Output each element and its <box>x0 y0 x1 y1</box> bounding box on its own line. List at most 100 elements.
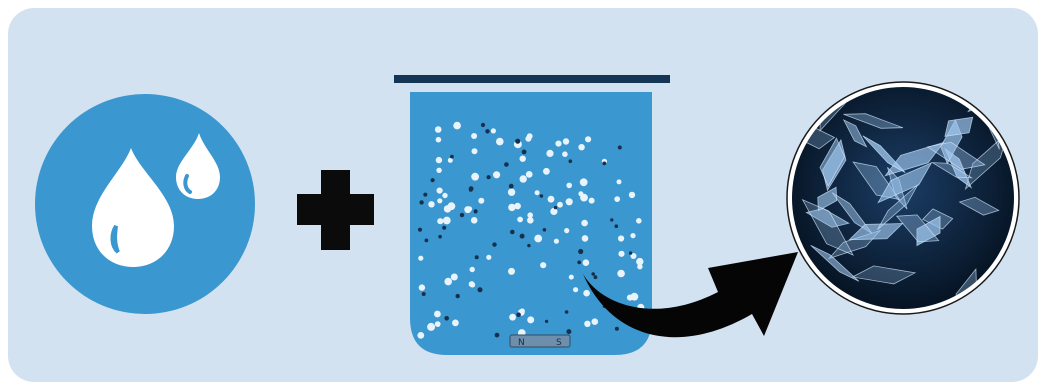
magnetic-stir-bar-icon: N S <box>510 335 570 348</box>
particle-light <box>437 188 443 194</box>
particle-light <box>448 158 453 163</box>
particle-dark <box>485 129 489 133</box>
particle-dark <box>540 194 544 198</box>
particle-light <box>436 137 442 143</box>
particle-light <box>557 202 563 208</box>
particle-light <box>471 133 477 139</box>
particle-dark <box>510 230 515 235</box>
particle-dark <box>545 320 548 323</box>
particle-light <box>555 141 561 147</box>
particle-dark <box>504 162 509 167</box>
particle-dark <box>492 242 496 246</box>
stir-bar-north: N <box>518 338 525 348</box>
particle-light <box>525 136 531 142</box>
particle-light <box>471 217 478 224</box>
stir-bar-south: S <box>556 338 562 348</box>
particle-light <box>592 318 599 325</box>
particle-light <box>508 268 515 275</box>
particle-light <box>437 218 443 224</box>
particle-light <box>517 217 523 223</box>
particle-light <box>540 262 546 268</box>
particle-light <box>508 189 515 196</box>
particle-light <box>563 138 569 144</box>
particle-light <box>543 168 550 175</box>
particle-light <box>520 156 526 162</box>
particle-light <box>562 151 568 157</box>
particle-dark <box>610 218 613 221</box>
particle-light <box>629 192 635 198</box>
particle-light <box>614 196 620 202</box>
particle-dark <box>475 255 479 259</box>
particle-dark <box>520 234 525 239</box>
particle-light <box>435 126 442 133</box>
particle-dark <box>615 327 619 331</box>
particle-dark <box>516 312 521 317</box>
particle-light <box>617 179 622 184</box>
particle-light <box>535 190 540 195</box>
particle-light <box>583 290 590 297</box>
particle-light <box>418 256 423 261</box>
particle-light <box>496 138 504 146</box>
particle-light <box>435 321 441 327</box>
crystal-micrograph <box>787 69 1019 316</box>
particle-dark <box>594 275 598 279</box>
particle-dark <box>629 251 632 254</box>
particle-light <box>486 255 491 260</box>
particle-light <box>508 204 515 211</box>
particle-light <box>467 206 472 211</box>
particle-dark <box>618 146 622 150</box>
large-drop-highlight <box>112 226 118 252</box>
particle-light <box>583 259 590 266</box>
particle-light <box>478 198 484 204</box>
particle-light <box>417 332 424 339</box>
particle-dark <box>442 226 446 230</box>
particle-light <box>554 239 559 244</box>
particle-dark <box>425 239 429 243</box>
particle-light <box>546 150 553 157</box>
particle-light <box>469 281 475 287</box>
particle-light <box>436 157 442 163</box>
particle-dark <box>478 287 483 292</box>
particle-light <box>637 264 642 269</box>
particle-light <box>453 122 461 130</box>
particle-light <box>585 136 591 142</box>
particle-dark <box>444 316 449 321</box>
particle-dark <box>565 310 569 314</box>
particle-dark <box>474 209 478 213</box>
particle-dark <box>418 228 422 232</box>
particle-light <box>581 220 588 227</box>
particle-light <box>569 275 574 280</box>
particle-dark <box>495 333 500 338</box>
particle-light <box>419 284 425 290</box>
particle-light <box>636 218 642 224</box>
particle-light <box>573 287 578 292</box>
particle-light <box>630 233 635 238</box>
particle-light <box>564 228 569 233</box>
particle-light <box>580 178 588 186</box>
particle-dark <box>419 200 423 204</box>
particle-dark <box>487 175 491 179</box>
particle-dark <box>509 184 514 189</box>
particle-light <box>566 198 573 205</box>
particle-light <box>527 316 534 323</box>
particle-light <box>578 191 583 196</box>
particle-light <box>437 198 442 203</box>
particle-dark <box>554 206 557 209</box>
particle-dark <box>602 162 606 166</box>
particle-dark <box>566 329 571 334</box>
particle-light <box>589 198 595 204</box>
particle-dark <box>577 261 581 265</box>
particle-dark <box>450 155 454 159</box>
particle-light <box>578 144 584 150</box>
particle-light <box>436 168 441 173</box>
particle-light <box>448 202 456 210</box>
particle-light <box>472 148 478 154</box>
particle-light <box>427 323 435 331</box>
particle-light <box>442 193 447 198</box>
particle-light <box>428 201 434 207</box>
particle-light <box>526 171 533 178</box>
particle-light <box>527 217 534 224</box>
particle-dark <box>431 178 435 182</box>
particle-light <box>471 173 479 181</box>
